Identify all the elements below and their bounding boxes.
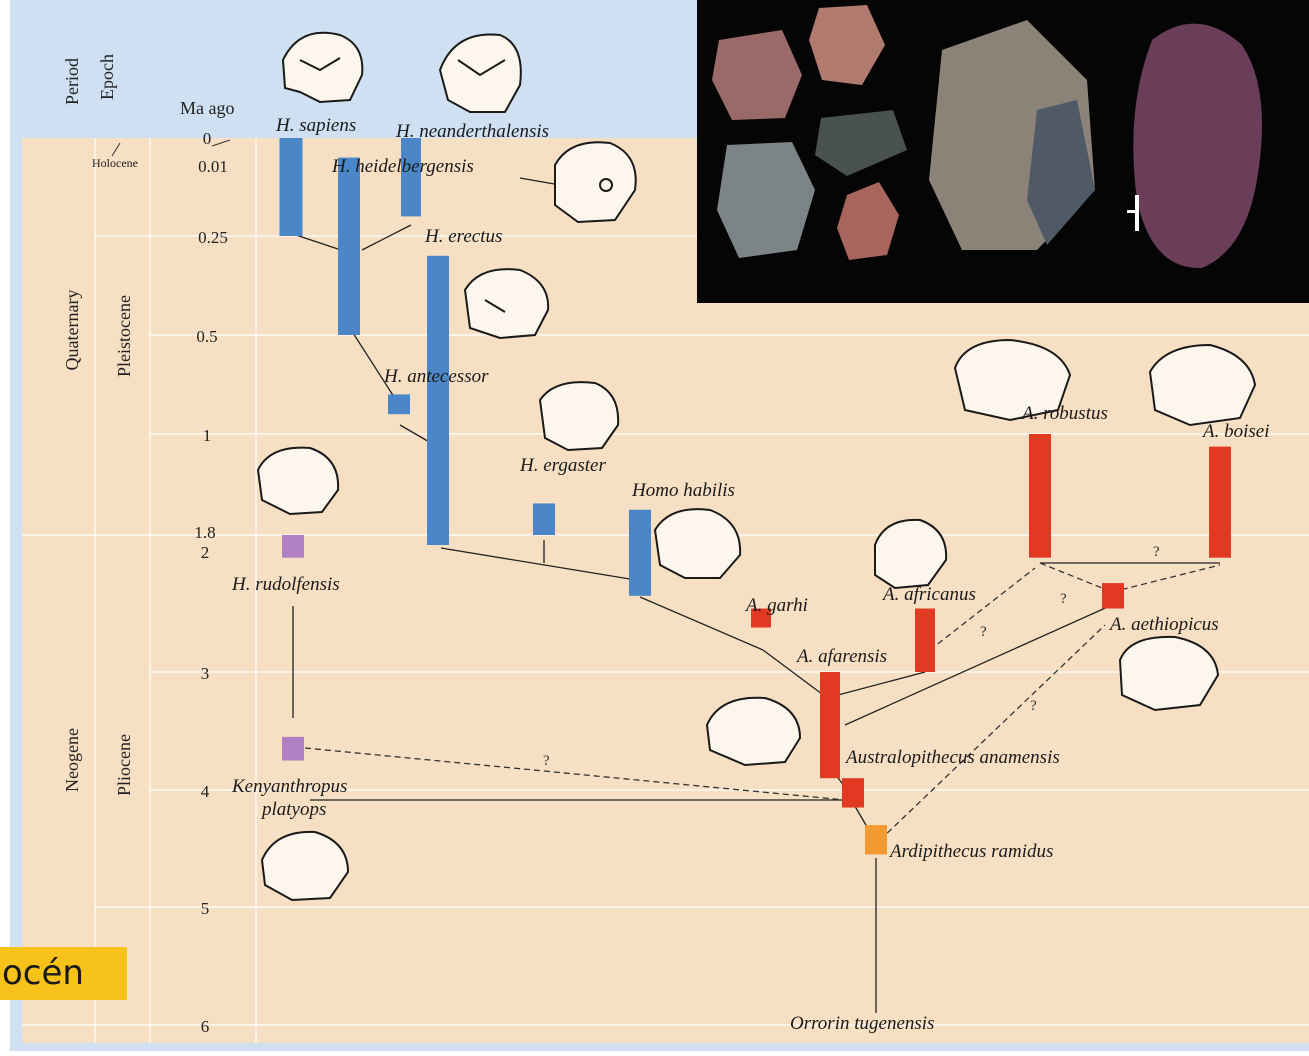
species-label-tugenensis: Orrorin tugenensis bbox=[790, 1013, 934, 1034]
range-bar-ramidus bbox=[865, 825, 887, 854]
range-bar-anamensis bbox=[842, 778, 864, 807]
header-period: Period bbox=[62, 58, 82, 105]
tick-label: 1 bbox=[203, 426, 212, 445]
range-bar-afarensis bbox=[820, 672, 840, 778]
tick-label: 0.01 bbox=[198, 157, 228, 176]
species-label-rudolfensis: H. rudolfensis bbox=[231, 574, 340, 595]
header-epoch: Epoch bbox=[97, 54, 117, 100]
question-mark: ? bbox=[1153, 544, 1160, 560]
question-mark: ? bbox=[543, 753, 550, 769]
species-label-platyops-2: platyops bbox=[260, 799, 326, 820]
tick-label: 0.5 bbox=[196, 327, 217, 346]
species-label-boisei: A. boisei bbox=[1201, 421, 1270, 442]
range-bar-antecessor bbox=[388, 394, 410, 414]
tick-label: 6 bbox=[201, 1017, 210, 1036]
range-bar-neanderthalensis bbox=[401, 138, 421, 216]
epoch-label-pliocene: Pliocene bbox=[114, 734, 134, 796]
skull-platyops-icon bbox=[262, 832, 348, 900]
range-bar-africanus bbox=[915, 609, 935, 673]
period-label-neogene: Neogene bbox=[62, 728, 82, 792]
range-bar-rudolfensis bbox=[282, 535, 304, 558]
species-label-africanus: A. africanus bbox=[881, 584, 976, 605]
epoch-label-holocene: Holocene bbox=[92, 156, 138, 170]
skull-ergaster-icon bbox=[540, 382, 618, 450]
skull-erectus-icon bbox=[465, 269, 548, 338]
slide-caption-badge: océn bbox=[0, 947, 127, 1000]
range-bar-ergaster bbox=[533, 503, 555, 535]
species-label-anamensis: Australopithecus anamensis bbox=[844, 747, 1060, 768]
species-label-aethiopicus: A. aethiopicus bbox=[1108, 614, 1219, 635]
question-mark: ? bbox=[1030, 698, 1037, 714]
species-label-garhi: A. garhi bbox=[744, 595, 808, 616]
range-bar-boisei bbox=[1209, 447, 1231, 558]
skull-aethiopicus-icon bbox=[1120, 637, 1218, 710]
tick-label: 3 bbox=[201, 664, 210, 683]
species-label-neanderthalensis: H. neanderthalensis bbox=[395, 121, 549, 142]
skull-afarensis-icon bbox=[707, 698, 800, 765]
species-label-sapiens: H. sapiens bbox=[275, 115, 356, 136]
species-label-ramidus: Ardipithecus ramidus bbox=[888, 841, 1053, 862]
species-label-erectus: H. erectus bbox=[424, 226, 502, 247]
skull-rudolfensis-icon bbox=[258, 448, 338, 514]
stone-tools-photo bbox=[697, 0, 1309, 303]
tick-label: 0 bbox=[203, 129, 212, 148]
species-label-platyops: Kenyanthropus bbox=[231, 776, 347, 797]
tick-label: 5 bbox=[201, 899, 210, 918]
tick-label: 2 bbox=[201, 543, 210, 562]
species-label-ergaster: H. ergaster bbox=[519, 455, 606, 476]
range-bar-habilis bbox=[629, 510, 651, 596]
species-label-afarensis: A. afarensis bbox=[795, 646, 887, 667]
header-ma-ago: Ma ago bbox=[180, 98, 234, 118]
species-label-heidelbergensis: H. heidelbergensis bbox=[331, 156, 474, 177]
range-bar-erectus bbox=[427, 256, 449, 545]
range-bar-heidelbergensis bbox=[338, 158, 360, 335]
range-bar-aethiopicus bbox=[1102, 583, 1124, 608]
species-label-antecessor: H. antecessor bbox=[383, 366, 489, 387]
epoch-label-pleistocene: Pleistocene bbox=[114, 295, 134, 377]
tick-label: 4 bbox=[201, 782, 210, 801]
species-label-habilis: Homo habilis bbox=[631, 480, 735, 501]
range-bar-platyops bbox=[282, 737, 304, 761]
skull-habilis-icon bbox=[655, 509, 740, 578]
range-bar-sapiens bbox=[280, 138, 303, 236]
question-mark: ? bbox=[980, 624, 987, 640]
skull-sapiens-icon bbox=[283, 33, 362, 102]
range-bar-robustus bbox=[1029, 434, 1051, 558]
tick-label: 0.25 bbox=[198, 228, 228, 247]
tick-label: 1.8 bbox=[194, 523, 215, 542]
species-label-robustus: A. robustus bbox=[1020, 403, 1108, 424]
period-label-quaternary: Quaternary bbox=[62, 290, 82, 371]
